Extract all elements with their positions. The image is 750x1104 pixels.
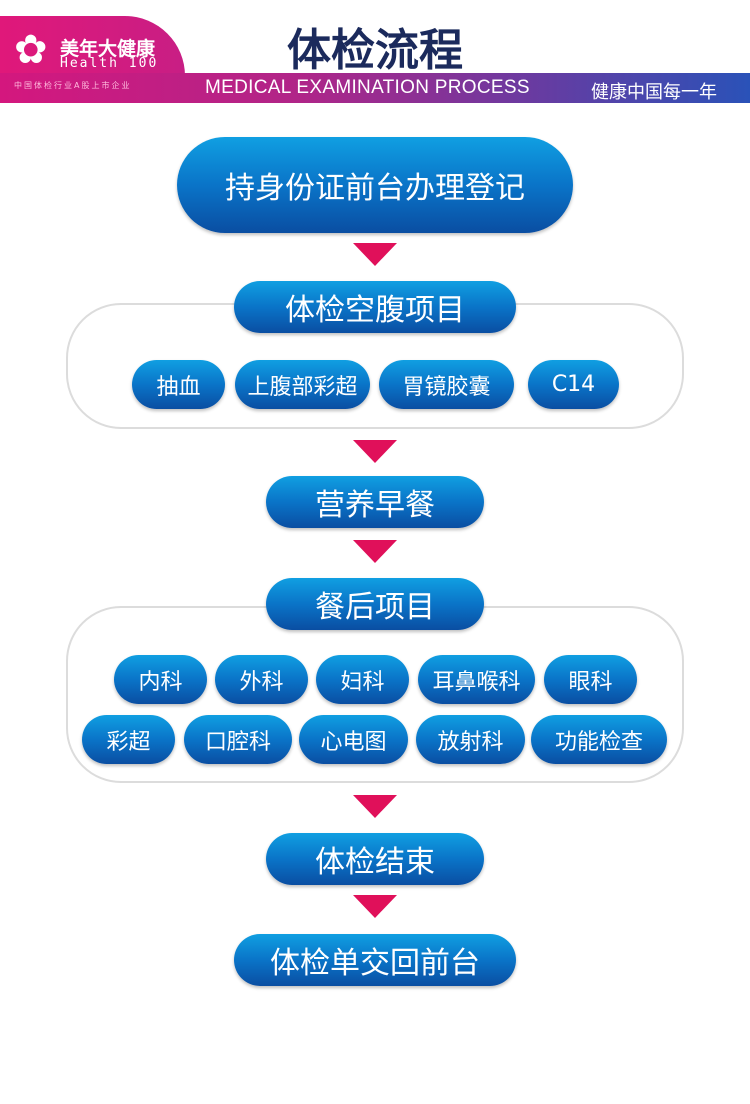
page-subtitle: MEDICAL EXAMINATION PROCESS [205,77,530,98]
arrow-down-icon [353,795,397,818]
fasting-item: 抽血 [132,360,225,409]
after-meal-item: 妇科 [316,655,409,704]
step-after-meal-title: 餐后项目 [266,578,484,630]
slogan: 健康中国每一年 [591,82,717,103]
step-breakfast: 营养早餐 [266,476,484,528]
logo-en: Health 100 [60,56,159,71]
arrow-down-icon [353,440,397,463]
step-finish: 体检结束 [266,833,484,885]
after-meal-item: 放射科 [416,715,525,764]
arrow-down-icon [353,540,397,563]
fasting-item: 上腹部彩超 [235,360,370,409]
after-meal-item: 彩超 [82,715,175,764]
page-title: 体检流程 [287,25,463,76]
after-meal-item: 口腔科 [184,715,292,764]
fasting-item: 胃镜胶囊 [379,360,514,409]
after-meal-item: 心电图 [299,715,408,764]
logo-icon: ✿ [14,27,48,73]
step-fasting-title: 体检空腹项目 [234,281,516,333]
logo-cn: 美年大健康 [60,38,156,60]
after-meal-item: 内科 [114,655,207,704]
fasting-item: C14 [528,360,619,409]
after-meal-item: 功能检查 [531,715,667,764]
after-meal-item: 眼科 [544,655,637,704]
step-return: 体检单交回前台 [234,934,516,986]
step-register: 持身份证前台办理登记 [177,137,573,233]
arrow-down-icon [353,895,397,918]
after-meal-item: 外科 [215,655,308,704]
header-band [0,73,750,103]
logo-tagline: 中国体检行业A股上市企业 [14,81,132,90]
arrow-down-icon [353,243,397,266]
after-meal-item: 耳鼻喉科 [418,655,535,704]
